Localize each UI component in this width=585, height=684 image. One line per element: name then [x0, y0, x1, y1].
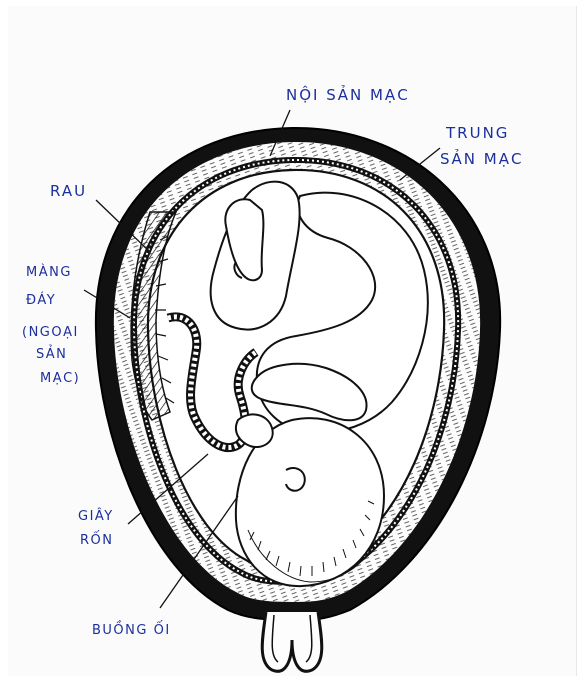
label-mang-day-line3: (NGOẠI: [22, 324, 79, 341]
label-trung-san-mac-line1: TRUNG: [446, 124, 509, 143]
label-rau: RAU: [50, 182, 87, 201]
cervix: [262, 612, 322, 671]
label-mang-day-line1: MÀNG: [26, 264, 72, 281]
label-giay-ron-line2: RỐN: [80, 532, 114, 549]
label-mang-day-line2: ĐÁY: [26, 292, 56, 309]
label-giay-ron-line1: GIÂY: [78, 508, 114, 525]
label-mang-day-line5: MẠC): [40, 370, 80, 387]
label-noi-san-mac: NỘI SẢN MẠC: [286, 86, 410, 105]
label-mang-day-line4: SẢN: [36, 346, 67, 363]
label-trung-san-mac-line2: SẢN MẠC: [440, 150, 523, 169]
label-buong-oi: BUỒNG ỐI: [92, 622, 171, 639]
